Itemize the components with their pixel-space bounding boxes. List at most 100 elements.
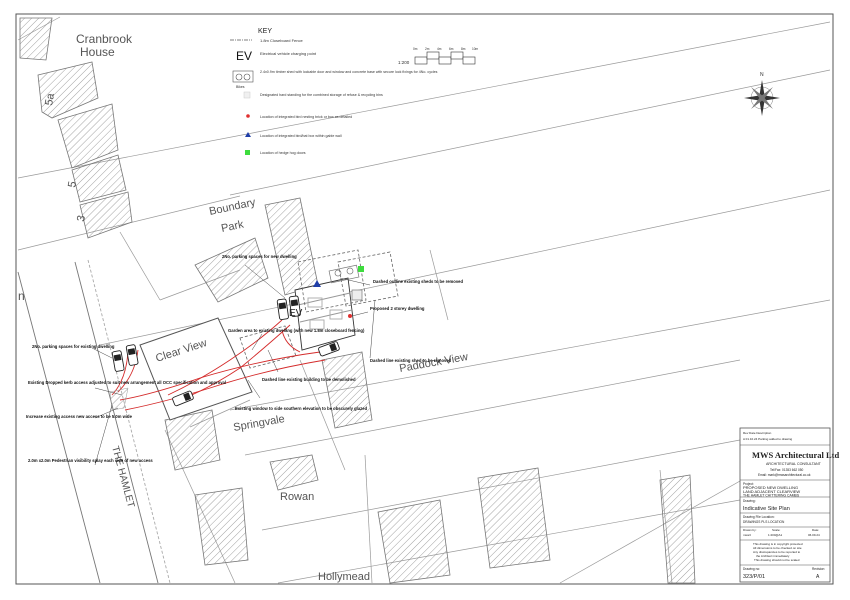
label-rowan: Rowan	[280, 491, 314, 503]
label-5: 5	[66, 180, 79, 188]
tb-copyright-2: All dimensions to be checked on site	[753, 546, 802, 550]
tb-copyright-5: This drawing should not be scaled	[754, 558, 800, 562]
key-title: KEY	[258, 28, 272, 35]
scale-tick-5: 10m	[472, 47, 479, 51]
note-proposed-dwelling: Proposed 2 storey dwelling	[370, 306, 425, 311]
label-paddock-view: Paddock View	[398, 351, 469, 375]
tb-consultant: ARCHITECTURAL CONSULTANT	[766, 462, 822, 466]
key-ev-label: Electrical vehicle charging point	[260, 51, 317, 56]
tb-contact-2: Email: mark@mwsarchitectural.co.uk	[758, 473, 811, 477]
scale-label: 1:200	[398, 60, 410, 65]
scale-tick-2: 4m	[437, 47, 442, 51]
key-green-square	[245, 150, 250, 155]
tb-file-label: Drawing File Location:	[743, 515, 775, 519]
key-red-dot-label: Location of integrated bird nesting bric…	[260, 115, 352, 119]
bat-box-marker	[313, 280, 321, 287]
label-the-hamlet: THE HAMLET	[109, 445, 136, 509]
sheet-border	[15, 13, 834, 585]
tb-revision-label: Revision:	[812, 567, 825, 571]
label-3: 3	[75, 214, 88, 222]
note-increase-access: Increase existing access new access to b…	[26, 414, 133, 419]
key-red-dot	[246, 114, 250, 118]
tb-project-1: PROPOSED NEW DWELLING	[743, 485, 798, 490]
tb-firm: MWS Architectural Ltd	[752, 450, 839, 460]
note-dashed-shed: Dashed line existing shed to be removed	[370, 358, 452, 363]
hedgehog-door-marker	[358, 266, 364, 272]
tb-file-value: DRAWINGS PLS LOCATION	[743, 520, 785, 524]
neighbour-buildings	[19, 17, 696, 584]
label-cranbrook: Cranbrook	[76, 32, 133, 46]
tb-date-label: Date:	[812, 528, 819, 532]
tb-drawn-value: mws3	[743, 533, 751, 537]
title-block: Rev Date Description A 01.10.24 Parking …	[739, 427, 839, 583]
car-3	[172, 390, 194, 407]
label-5a: 5a	[43, 92, 57, 107]
key-cycle-shed-label: 2.4x0.9m timber shed with lockable door …	[260, 70, 438, 74]
car-1	[111, 350, 125, 372]
scale-tick-4: 8m	[461, 47, 466, 51]
key-green-square-label: Location of hedge hog doors	[260, 151, 306, 155]
tb-revision-row: A 01.10.24 Parking added to drawing	[743, 437, 793, 441]
bird-brick-marker	[348, 314, 352, 318]
car-4	[276, 298, 289, 320]
north-label: N	[760, 72, 764, 78]
tb-drawing-no-value: 323/P/01	[743, 574, 765, 580]
key-cycle-shed-caption: Bikes	[236, 85, 245, 89]
scale-tick-1: 2m	[425, 47, 430, 51]
note-parking-new: 2No. parking spaces for new dwelling	[222, 254, 297, 259]
label-park: Park	[220, 218, 245, 235]
scale-tick-3: 6m	[449, 47, 454, 51]
label-springvale: Springvale	[232, 413, 285, 434]
note-visibility-splay: 2.0m x2.0m Pedestrian visibility splay e…	[28, 458, 153, 463]
label-house: House	[80, 45, 115, 59]
tb-copyright-4: the Architect immediately	[756, 554, 790, 558]
tb-revision-header: Rev Date Description	[743, 431, 772, 435]
car-6	[318, 341, 340, 357]
visibility-splay	[109, 387, 129, 411]
tb-drawing-no-label: Drawing no:	[743, 567, 760, 571]
tb-scale-value: 1:200@A1	[768, 533, 783, 537]
tb-drawing-label: Drawing:	[743, 499, 756, 503]
tb-project-2: LAND ADJACENT CLEARVIEW	[743, 489, 800, 494]
ev-site-marker: EV	[289, 308, 303, 319]
label-left-fragment: n	[18, 289, 25, 303]
note-dashed-outline: Dashed outline existing sheds to be remo…	[373, 279, 463, 284]
tb-scale-label: Scale:	[772, 528, 781, 532]
label-boundary: Boundary	[208, 196, 257, 218]
proposed-dwelling	[294, 277, 356, 351]
north-arrow: N	[744, 72, 780, 116]
key-blue-triangle	[245, 132, 251, 137]
key-ev-symbol: EV	[236, 49, 252, 63]
tb-contact-1: Tel/Fax: 01353 662 050	[770, 468, 804, 472]
key-fence-label: 1.8m Closeboard Fence	[260, 38, 303, 43]
key-legend: KEY 1.8m Closeboard Fence EV Electrical …	[230, 28, 438, 155]
note-dropped-kerb: Existing Dropped kerb access adjusted to…	[28, 380, 226, 385]
plot-features	[328, 264, 363, 301]
tb-date-value: 06.09.24	[808, 533, 820, 537]
road-edges	[17, 259, 171, 584]
note-parking-existing: 2No. parking spaces for existing dwellin…	[32, 344, 115, 349]
note-garden-area: Garden area to existing dwelling (with n…	[228, 328, 365, 333]
tb-project-3: THE HAMLET CHITTERING CAMBS	[743, 494, 800, 498]
tb-copyright-1: This drawing is in copyright protected	[753, 542, 803, 546]
car-2	[125, 344, 139, 366]
boundary-lines	[17, 16, 831, 584]
label-hollymead: Hollymead	[318, 571, 370, 583]
scale-bar: 1:200 0m 2m 4m 6m 8m 10m	[398, 47, 479, 65]
scale-tick-0: 0m	[413, 47, 418, 51]
leader-lines	[91, 264, 376, 466]
parked-cars	[111, 295, 340, 407]
car-5	[288, 295, 301, 317]
annotations: 2No. parking spaces for new dwelling 2No…	[26, 254, 463, 463]
note-dashed-building: Dashed line existing building to be demo…	[262, 377, 356, 382]
key-bin-label: Designated hard standing for the combine…	[260, 93, 383, 97]
key-bin-symbol	[243, 91, 251, 99]
clear-view-building	[139, 317, 253, 421]
tb-drawing-title: Indicative Site Plan	[743, 506, 790, 512]
note-existing-window: Existing window to side southern elevati…	[235, 406, 368, 411]
tb-copyright-3: Any discrepancies to be reported to	[753, 550, 801, 554]
key-cycle-shed-symbol	[232, 70, 254, 83]
key-blue-triangle-label: Location of integrated bird/bat box with…	[260, 134, 342, 138]
tb-revision-value: A	[816, 574, 820, 580]
